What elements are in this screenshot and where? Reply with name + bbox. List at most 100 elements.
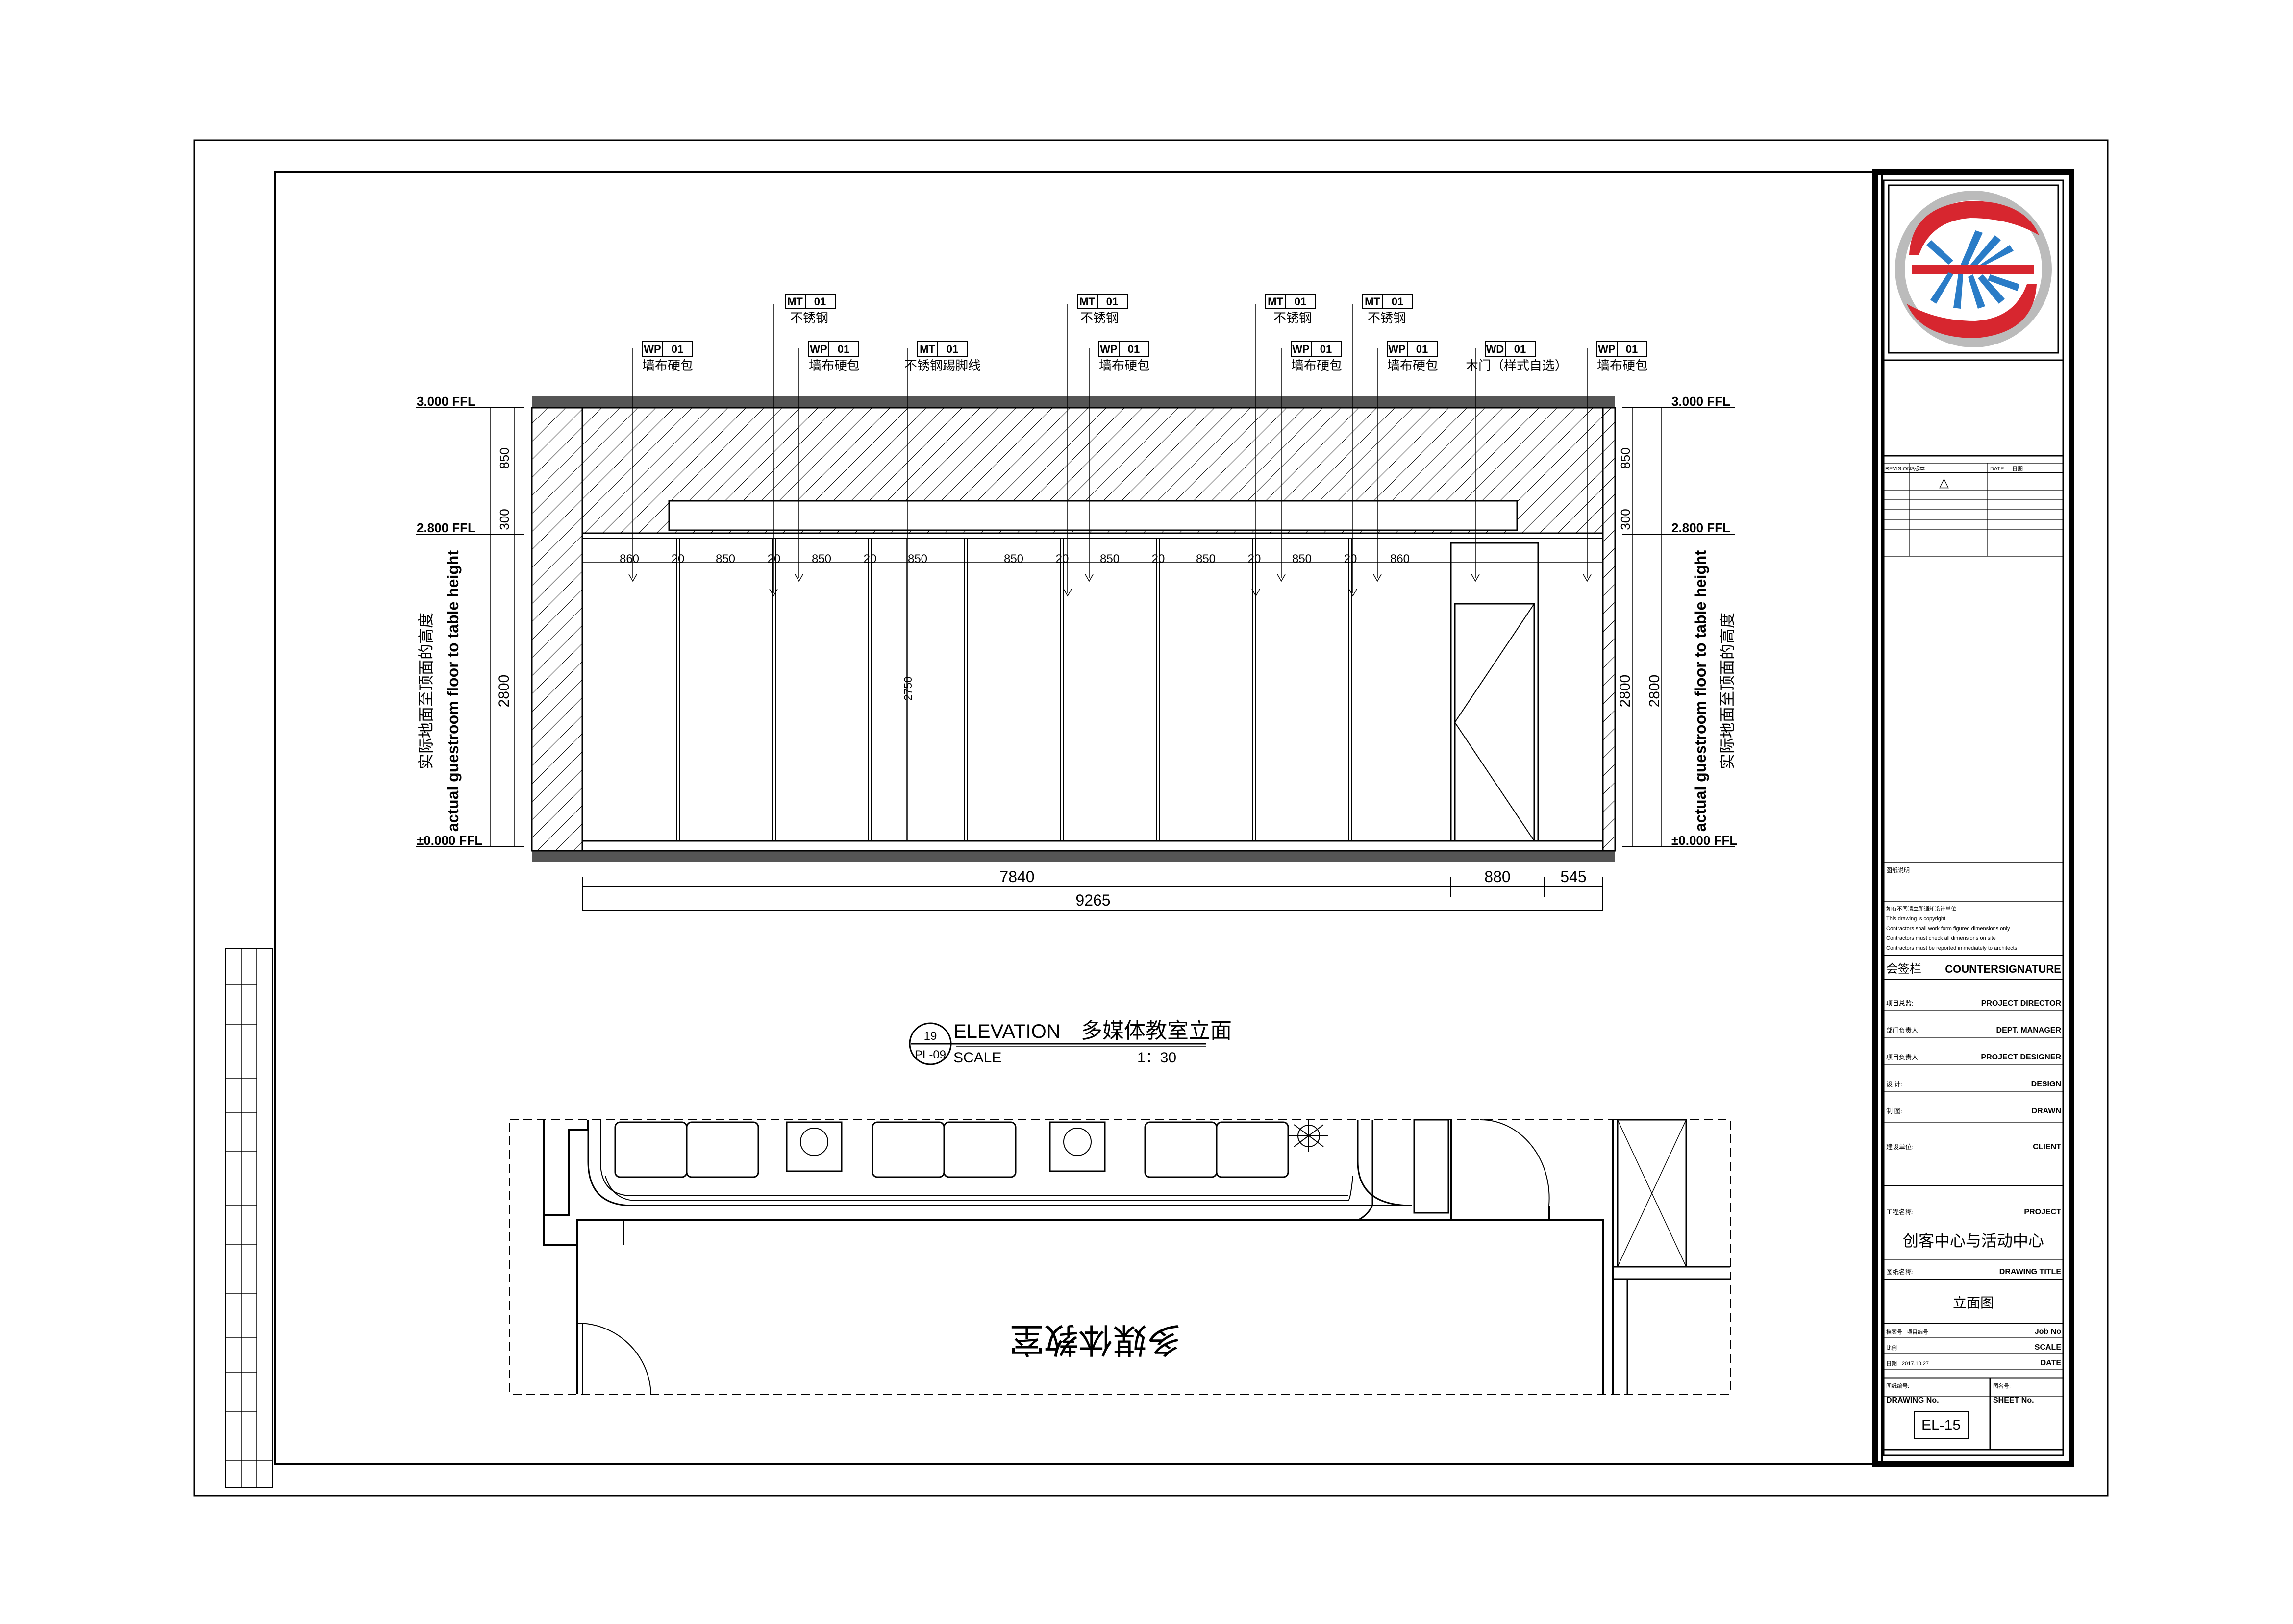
panel-dim: 850: [1196, 552, 1216, 566]
panel-dim: 20: [1248, 552, 1261, 566]
left-level-markers: 3.000 FFL 2.800 FFL ±0.000 FFL 850 300 2…: [416, 394, 524, 848]
role-cn: 制 图:: [1886, 1107, 1902, 1115]
drawing-title: 19 PL-09 ELEVATION 多媒体教室立面 SCALE 1：30: [909, 1019, 1232, 1066]
dim-main-right: 2800: [1617, 675, 1633, 708]
panel-dim: 850: [1004, 552, 1023, 566]
dim-upper-left: 850: [497, 447, 512, 468]
right-wall-section: [1602, 407, 1616, 852]
panel-dim: 850: [716, 552, 735, 566]
height-note-en-left: actual guestroom floor to table height: [444, 550, 462, 832]
panel-dimensions: 860 20 850 20 850 20 850 850 20 850 20 8…: [620, 552, 1410, 566]
rev-mark: △: [1939, 475, 1949, 490]
plant-symbol: [1289, 1120, 1328, 1152]
svg-text:MT: MT: [920, 343, 935, 355]
scale-value: 1：30: [1137, 1050, 1176, 1066]
svg-text:墙布硬包: 墙布硬包: [1291, 358, 1342, 373]
panel-dim: 20: [864, 552, 877, 566]
title-en: ELEVATION: [953, 1021, 1061, 1042]
left-wall-section: [531, 407, 583, 852]
dim-middle-left: 300: [497, 509, 512, 530]
panel-dim: 860: [620, 552, 639, 566]
level-mid-label-right: 2.800 FFL: [1671, 520, 1730, 535]
svg-text:MT: MT: [1079, 295, 1095, 308]
panel-dim: 20: [1344, 552, 1357, 566]
svg-text:01: 01: [947, 343, 958, 355]
elevation-drawing: 2750: [531, 396, 1616, 862]
ceiling-slab: [532, 396, 1615, 408]
countersign-en: COUNTERSIGNATURE: [1945, 963, 2061, 975]
svg-text:MT: MT: [787, 295, 803, 308]
note-line: Contractors shall work form figured dime…: [1886, 926, 2010, 932]
rev-date-en: DATE: [1990, 466, 2004, 472]
panel-dim: 20: [768, 552, 781, 566]
left-stamp-strip: [225, 948, 273, 1488]
svg-text:墙布硬包: 墙布硬包: [642, 358, 693, 373]
svg-text:01: 01: [1626, 343, 1638, 355]
wall-face: [581, 532, 1604, 852]
material-tag: WP 01 墙布硬包: [1098, 341, 1150, 373]
project-en: PROJECT: [2024, 1208, 2061, 1216]
date-cn: 日期: [1886, 1360, 1897, 1367]
job-en: Job No: [2035, 1328, 2061, 1336]
role-en: PROJECT DIRECTOR: [1981, 999, 2062, 1008]
panel-dim: 860: [1390, 552, 1410, 566]
drawing-name: 立面图: [1953, 1295, 1994, 1310]
dim-upper-right: 850: [1618, 447, 1633, 468]
scale-en: SCALE: [2035, 1343, 2062, 1352]
title-cn: 多媒体教室立面: [1081, 1019, 1232, 1043]
drawing-number: EL-15: [1921, 1417, 1961, 1433]
drawing-title-cn: 图纸名称:: [1886, 1268, 1914, 1276]
date-val: 2017.10.27: [1902, 1361, 1929, 1367]
panel-dim: 850: [1292, 552, 1312, 566]
svg-text:墙布硬包: 墙布硬包: [809, 358, 860, 373]
panel-dim: 20: [1056, 552, 1069, 566]
countersign-cn: 会签栏: [1886, 962, 1921, 976]
panel-dim: 850: [908, 552, 927, 566]
svg-text:不锈钢: 不锈钢: [1273, 311, 1312, 325]
panel-dim: 850: [812, 552, 831, 566]
dim-main-right-2: 2800: [1646, 675, 1663, 708]
client-en: CLIENT: [2033, 1143, 2061, 1151]
role-cn: 项目负责人:: [1886, 1054, 1920, 1061]
dim-a: 7840: [999, 868, 1034, 886]
role-en: DESIGN: [2031, 1080, 2061, 1088]
svg-text:MT: MT: [1365, 295, 1380, 308]
svg-text:01: 01: [1128, 343, 1140, 355]
svg-text:01: 01: [1514, 343, 1526, 355]
svg-text:WP: WP: [1388, 343, 1405, 355]
svg-text:WP: WP: [810, 343, 827, 355]
door-swing: [1454, 603, 1535, 841]
title-block: REVISIONS 版本 DATE 日期 △ 图纸说明 如有不同请立即通知设计单…: [1872, 169, 2074, 1467]
svg-text:墙布硬包: 墙布硬包: [1099, 358, 1150, 373]
svg-text:WP: WP: [1100, 343, 1117, 355]
plan-room-label: 多媒体教室: [1010, 1321, 1181, 1359]
svg-text:01: 01: [672, 343, 683, 355]
revisions-table: [1884, 463, 2063, 557]
role-cn: 设 计:: [1886, 1081, 1902, 1088]
bottom-dimensions: 7840 880 545 9265: [582, 868, 1603, 911]
svg-text:不锈钢: 不锈钢: [1368, 311, 1406, 325]
dim-middle-right: 300: [1618, 509, 1633, 530]
note-line: This drawing is copyright.: [1886, 916, 1947, 922]
scale-label: SCALE: [953, 1050, 1001, 1066]
svg-text:WP: WP: [1598, 343, 1615, 355]
svg-text:01: 01: [1416, 343, 1428, 355]
job-cn: 档案号: [1886, 1329, 1902, 1335]
height-note-en-right: actual guestroom floor to table height: [1692, 550, 1709, 832]
rev-date-cn: 日期: [2012, 466, 2023, 472]
svg-text:01: 01: [1106, 295, 1118, 308]
level-mid-label: 2.800 FFL: [417, 520, 475, 535]
svg-text:WP: WP: [644, 343, 661, 355]
dim-main-left: 2800: [496, 675, 512, 708]
project-cn: 工程名称:: [1886, 1208, 1914, 1216]
dim-total: 9265: [1075, 891, 1110, 909]
material-tag: WP 01 墙布硬包: [642, 341, 693, 373]
